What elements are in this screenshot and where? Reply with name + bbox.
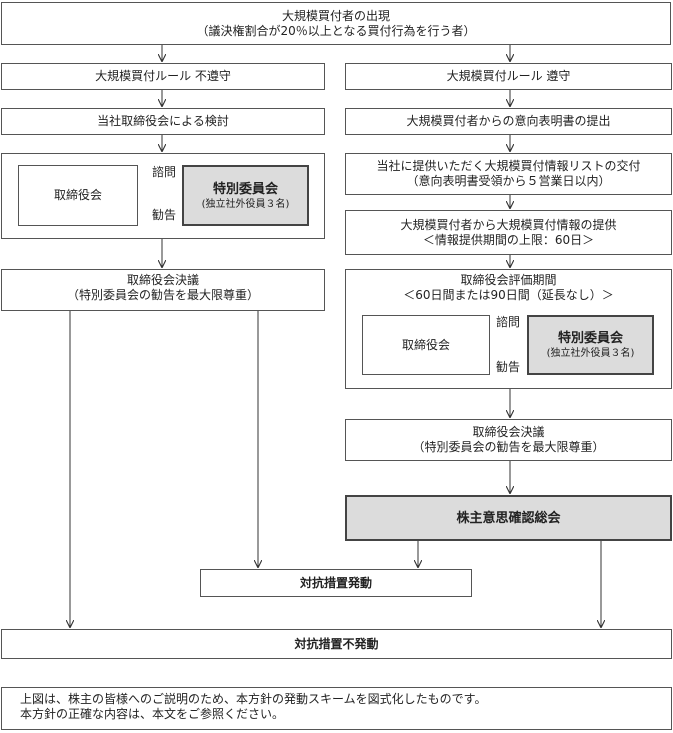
left-resolution-title: 取締役会決議 — [126, 273, 199, 287]
left-consult-label: 諮問 — [152, 165, 177, 179]
right-consult-label: 諮問 — [496, 315, 521, 329]
right-resolution-title: 取締役会決議 — [472, 425, 545, 439]
rule-compliance-label: 大規模買付ルール 遵守 — [446, 69, 571, 83]
left-board-label: 取締役会 — [53, 188, 102, 202]
top-title: 大規模買付者の出現 — [281, 8, 390, 23]
footnote-box: 上図は、株主の皆様へのご説明のため、本方針の発動スキームを図式化したものです。 … — [1, 687, 672, 730]
countermeasure-trigger-box: 対抗措置発動 — [200, 569, 472, 597]
intent-statement-box: 大規模買付者からの意向表明書の提出 — [345, 108, 672, 135]
intent-statement-label: 大規模買付者からの意向表明書の提出 — [406, 114, 611, 128]
right-board-resolution-box: 取締役会決議 （特別委員会の勧告を最大限尊重） — [345, 419, 672, 461]
large-scale-purchaser-appears-box: 大規模買付者の出現 （議決権割合が20％以上となる買付行為を行う者） — [1, 2, 671, 45]
info-list-title: 当社に提供いただく大規模買付情報リストの交付 — [376, 159, 641, 173]
footnote-line-2: 本方針の正確な内容は、本文をご参照ください。 — [20, 707, 285, 721]
left-resolution-subtitle: （特別委員会の勧告を最大限尊重） — [66, 288, 259, 302]
countermeasure-no-trigger-box: 対抗措置不発動 — [1, 629, 672, 659]
info-list-delivery-box: 当社に提供いただく大規模買付情報リストの交付 （意向表明書受領から５営業日以内） — [345, 153, 672, 195]
left-special-committee-box: 特別委員会 (独立社外役員３名) — [182, 165, 309, 226]
countermeasure-trigger-label: 対抗措置発動 — [299, 575, 372, 590]
countermeasure-no-trigger-label: 対抗措置不発動 — [294, 636, 379, 651]
left-committee-title: 特別委員会 — [212, 181, 278, 197]
footnote-line-1: 上図は、株主の皆様へのご説明のため、本方針の発動スキームを図式化したものです。 — [20, 692, 487, 706]
top-subtitle: （議決権割合が20％以上となる買付行為を行う者） — [196, 23, 476, 38]
left-board-resolution-box: 取締役会決議 （特別委員会の勧告を最大限尊重） — [1, 269, 325, 311]
right-committee-title: 特別委員会 — [557, 331, 623, 346]
rule-compliance-box: 大規模買付ルール 遵守 — [345, 63, 672, 90]
right-resolution-subtitle: （特別委員会の勧告を最大限尊重） — [412, 440, 605, 454]
board-review-box: 当社取締役会による検討 — [1, 108, 325, 135]
info-provision-title: 大規模買付者から大規模買付情報の提供 — [400, 217, 617, 232]
shareholder-meeting-label: 株主意思確認総会 — [456, 510, 561, 526]
left-board-box: 取締役会 — [18, 165, 138, 226]
shareholder-meeting-box: 株主意思確認総会 — [345, 495, 672, 541]
board-review-label: 当社取締役会による検討 — [97, 114, 229, 128]
info-provision-box: 大規模買付者から大規模買付情報の提供 ＜情報提供期間の上限：60日＞ — [345, 210, 672, 255]
rule-noncompliance-box: 大規模買付ルール 不遵守 — [1, 63, 325, 90]
evaluation-period-title: 取締役会評価期間 — [460, 273, 557, 287]
left-recommend-label: 勧告 — [152, 208, 177, 222]
right-board-box: 取締役会 — [362, 315, 490, 375]
right-special-committee-box: 特別委員会 (独立社外役員３名) — [527, 315, 654, 375]
left-committee-subtitle: (独立社外役員３名) — [201, 198, 290, 210]
rule-noncompliance-label: 大規模買付ルール 不遵守 — [95, 69, 231, 83]
right-recommend-label: 勧告 — [496, 360, 521, 374]
evaluation-period-subtitle: ＜60日間または90日間（延長なし）＞ — [403, 288, 614, 302]
info-list-subtitle: （意向表明書受領から５営業日以内） — [406, 174, 611, 188]
info-provision-subtitle: ＜情報提供期間の上限：60日＞ — [422, 232, 595, 247]
right-board-label: 取締役会 — [401, 337, 450, 352]
right-committee-subtitle: (独立社外役員３名) — [546, 348, 635, 359]
